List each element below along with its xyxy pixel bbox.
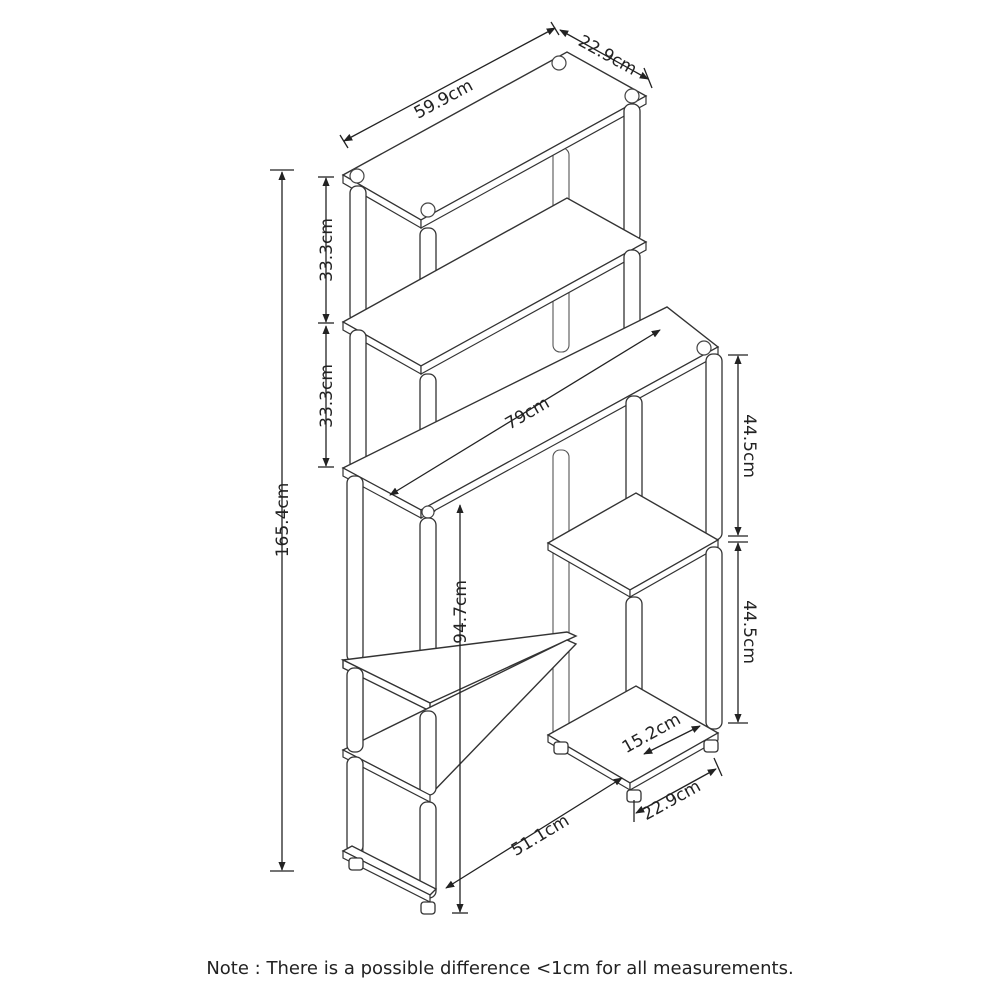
label-base-width: 51.1cm bbox=[508, 811, 573, 861]
label-bottom-depth: 22.9cm bbox=[639, 776, 704, 824]
label-upper-gap-1: 33.3cm bbox=[317, 218, 337, 282]
right-tower bbox=[546, 353, 723, 803]
top-shelf bbox=[341, 51, 648, 230]
label-right-gap-1: 44.5cm bbox=[739, 414, 759, 478]
label-right-gap-2: 44.5cm bbox=[739, 600, 759, 664]
label-desk-height: 94.7cm bbox=[451, 580, 471, 644]
label-upper-gap-2: 33.3cm bbox=[317, 364, 337, 428]
measurement-note: Note : There is a possible difference <1… bbox=[206, 958, 794, 979]
dimension-lines bbox=[270, 21, 748, 914]
label-overall-height: 165.4cm bbox=[273, 483, 293, 558]
